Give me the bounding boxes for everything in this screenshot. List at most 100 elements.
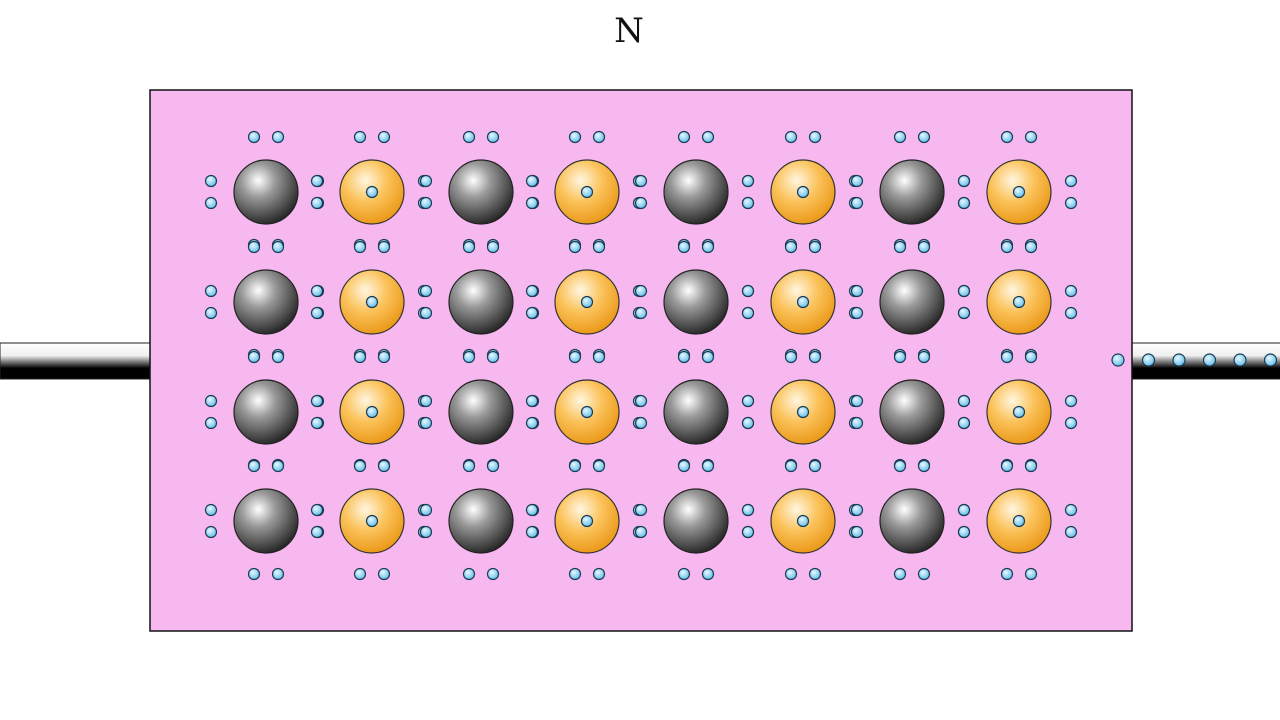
valence-electron bbox=[462, 130, 476, 144]
valence-electron bbox=[634, 416, 648, 430]
free-electron bbox=[1172, 353, 1186, 367]
valence-electron bbox=[592, 240, 606, 254]
valence-electron bbox=[419, 416, 433, 430]
valence-electron bbox=[1000, 130, 1014, 144]
valence-electron bbox=[580, 514, 594, 528]
valence-electron bbox=[1064, 196, 1078, 210]
valence-electron bbox=[957, 284, 971, 298]
neutral-atom bbox=[448, 159, 514, 225]
valence-electron bbox=[957, 394, 971, 408]
crystal-lattice bbox=[204, 130, 1078, 581]
free-electron bbox=[1202, 353, 1217, 367]
valence-electron bbox=[525, 503, 539, 517]
valence-electron bbox=[1024, 567, 1038, 581]
wire-electrons bbox=[1111, 353, 1278, 367]
valence-electron bbox=[525, 306, 539, 320]
valence-electron bbox=[1064, 525, 1078, 539]
valence-electron bbox=[850, 394, 864, 408]
valence-electron bbox=[741, 196, 755, 210]
donor-ion-site bbox=[310, 130, 431, 252]
neutral-atom-site bbox=[634, 459, 755, 581]
valence-electron bbox=[677, 130, 691, 144]
valence-electron bbox=[310, 416, 324, 430]
valence-electron bbox=[677, 350, 691, 364]
valence-electron bbox=[377, 130, 391, 144]
valence-electron bbox=[310, 525, 324, 539]
valence-electron bbox=[741, 416, 755, 430]
valence-electron bbox=[701, 567, 715, 581]
valence-electron bbox=[1000, 567, 1014, 581]
valence-electron bbox=[1064, 394, 1078, 408]
valence-electron bbox=[957, 416, 971, 430]
valence-electron bbox=[917, 240, 931, 254]
valence-electron bbox=[419, 525, 433, 539]
valence-electron bbox=[271, 130, 285, 144]
valence-electron bbox=[592, 567, 606, 581]
valence-electron bbox=[353, 459, 367, 473]
valence-electron bbox=[247, 459, 261, 473]
free-electron bbox=[1263, 353, 1278, 367]
valence-electron bbox=[486, 459, 500, 473]
valence-electron bbox=[677, 459, 691, 473]
valence-electron bbox=[310, 284, 324, 298]
valence-electron bbox=[525, 196, 539, 210]
neutral-atom bbox=[663, 379, 729, 445]
valence-electron bbox=[204, 306, 218, 320]
valence-electron bbox=[784, 459, 798, 473]
valence-electron bbox=[580, 405, 594, 419]
valence-electron bbox=[568, 459, 582, 473]
valence-electron bbox=[310, 306, 324, 320]
valence-electron bbox=[634, 284, 648, 298]
free-electron bbox=[1111, 353, 1125, 367]
valence-electron bbox=[568, 240, 582, 254]
valence-electron bbox=[850, 306, 864, 320]
valence-electron bbox=[462, 350, 476, 364]
valence-electron bbox=[808, 130, 822, 144]
valence-electron bbox=[1064, 416, 1078, 430]
valence-electron bbox=[310, 196, 324, 210]
valence-electron bbox=[486, 350, 500, 364]
neutral-atom bbox=[233, 159, 299, 225]
valence-electron bbox=[957, 306, 971, 320]
valence-electron bbox=[741, 394, 755, 408]
valence-electron bbox=[568, 130, 582, 144]
donor-ion-site bbox=[741, 130, 862, 252]
valence-electron bbox=[204, 525, 218, 539]
valence-electron bbox=[419, 306, 433, 320]
neutral-atom-site bbox=[204, 459, 325, 581]
valence-electron bbox=[204, 416, 218, 430]
valence-electron bbox=[568, 350, 582, 364]
neutral-atom-site bbox=[419, 350, 540, 472]
valence-electron bbox=[310, 394, 324, 408]
valence-electron bbox=[310, 503, 324, 517]
valence-electron bbox=[247, 567, 261, 581]
valence-electron bbox=[1064, 174, 1078, 188]
valence-electron bbox=[850, 503, 864, 517]
neutral-atom bbox=[448, 379, 514, 445]
valence-electron bbox=[592, 459, 606, 473]
valence-electron bbox=[204, 196, 218, 210]
valence-electron bbox=[741, 284, 755, 298]
valence-electron bbox=[1024, 350, 1038, 364]
valence-electron bbox=[568, 567, 582, 581]
valence-electron bbox=[462, 459, 476, 473]
valence-electron bbox=[271, 350, 285, 364]
neutral-atom bbox=[879, 379, 945, 445]
semiconductor-slab bbox=[149, 89, 1133, 632]
valence-electron bbox=[377, 567, 391, 581]
valence-electron bbox=[796, 295, 810, 309]
neutral-atom bbox=[233, 269, 299, 335]
valence-electron bbox=[1024, 240, 1038, 254]
valence-electron bbox=[741, 174, 755, 188]
valence-electron bbox=[525, 416, 539, 430]
valence-electron bbox=[796, 514, 810, 528]
neutral-atom bbox=[879, 159, 945, 225]
valence-electron bbox=[634, 174, 648, 188]
valence-electron bbox=[796, 185, 810, 199]
neutral-atom bbox=[663, 269, 729, 335]
neutral-atom bbox=[448, 269, 514, 335]
valence-electron bbox=[1012, 514, 1026, 528]
valence-electron bbox=[353, 350, 367, 364]
donor-ion-site bbox=[525, 130, 646, 252]
valence-electron bbox=[1012, 185, 1026, 199]
